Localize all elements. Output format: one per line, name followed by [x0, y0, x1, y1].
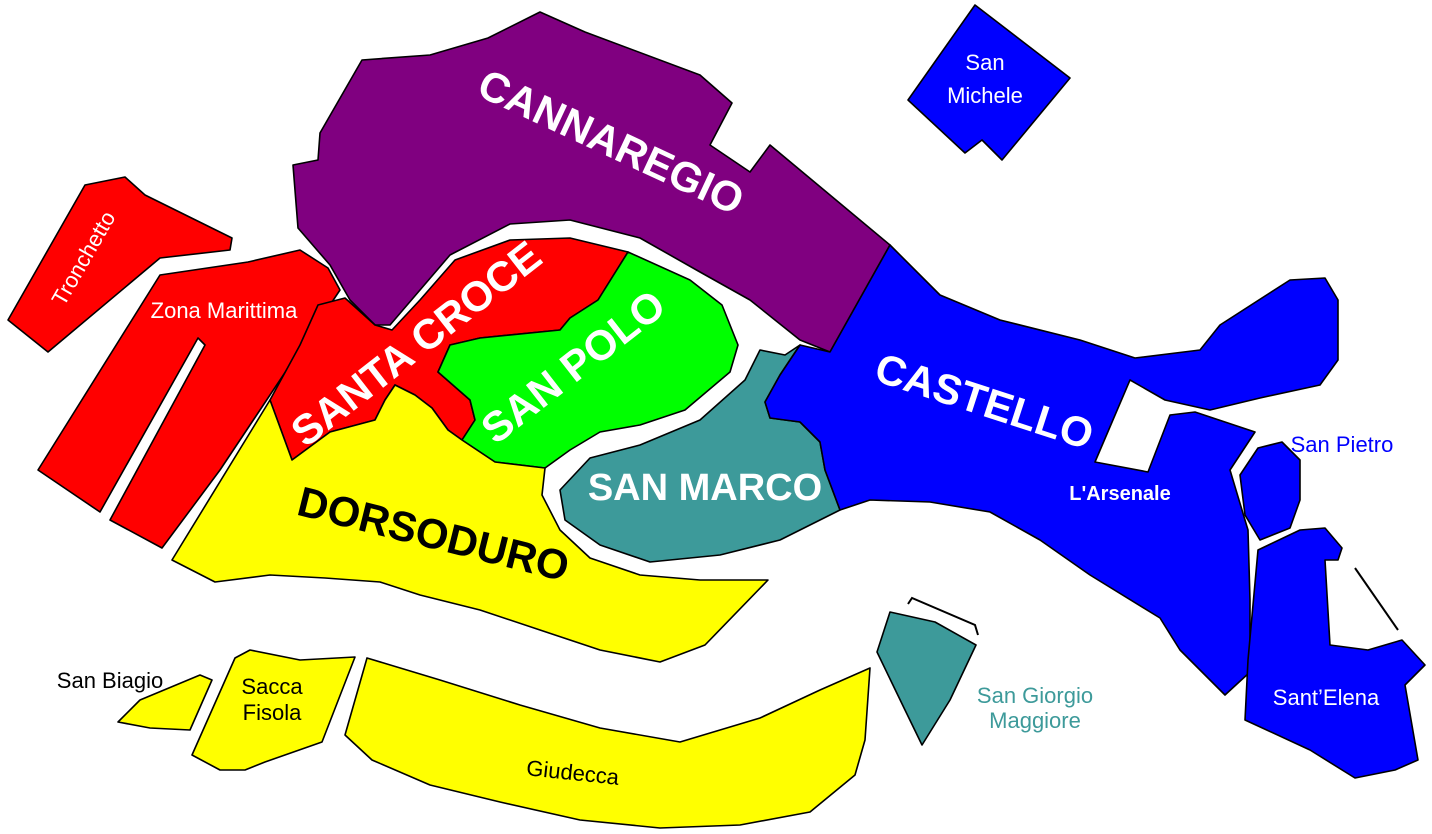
- label-san-marco: SAN MARCO: [588, 467, 822, 509]
- san-giorgio-maggiore-island: [876, 611, 977, 746]
- zona-marittima-area: [37, 249, 341, 549]
- label-sacca-fisola-line2: Fisola: [243, 700, 302, 725]
- label-arsenale: L'Arsenale: [1069, 483, 1170, 505]
- label-sacca-fisola-line1: Sacca: [241, 674, 303, 699]
- label-san-michele-line1: San: [965, 50, 1004, 75]
- giudecca-island: [344, 657, 871, 829]
- tronchetto-island: [7, 176, 233, 353]
- san-michele-island: [907, 4, 1071, 161]
- label-sant-elena: Sant’Elena: [1273, 685, 1380, 710]
- sant-elena-island: [1244, 527, 1426, 779]
- san-pietro-island: [1239, 441, 1301, 541]
- label-san-biagio: San Biagio: [57, 668, 163, 693]
- castello-district: [764, 244, 1339, 696]
- san-giorgio-breakwater: [907, 596, 979, 636]
- label-zona-marittima: Zona Marittima: [151, 298, 298, 323]
- dorsoduro-district: [171, 384, 769, 663]
- label-san-giorgio-line2: Maggiore: [989, 708, 1081, 733]
- sacca-fisola-island: [191, 649, 356, 771]
- label-san-michele-line2: Michele: [947, 83, 1023, 108]
- san-biagio-island: [117, 674, 213, 731]
- sant-elena-pier-line: [1354, 567, 1399, 631]
- label-san-giorgio-line1: San Giorgio: [977, 683, 1093, 708]
- label-san-pietro: San Pietro: [1291, 432, 1394, 457]
